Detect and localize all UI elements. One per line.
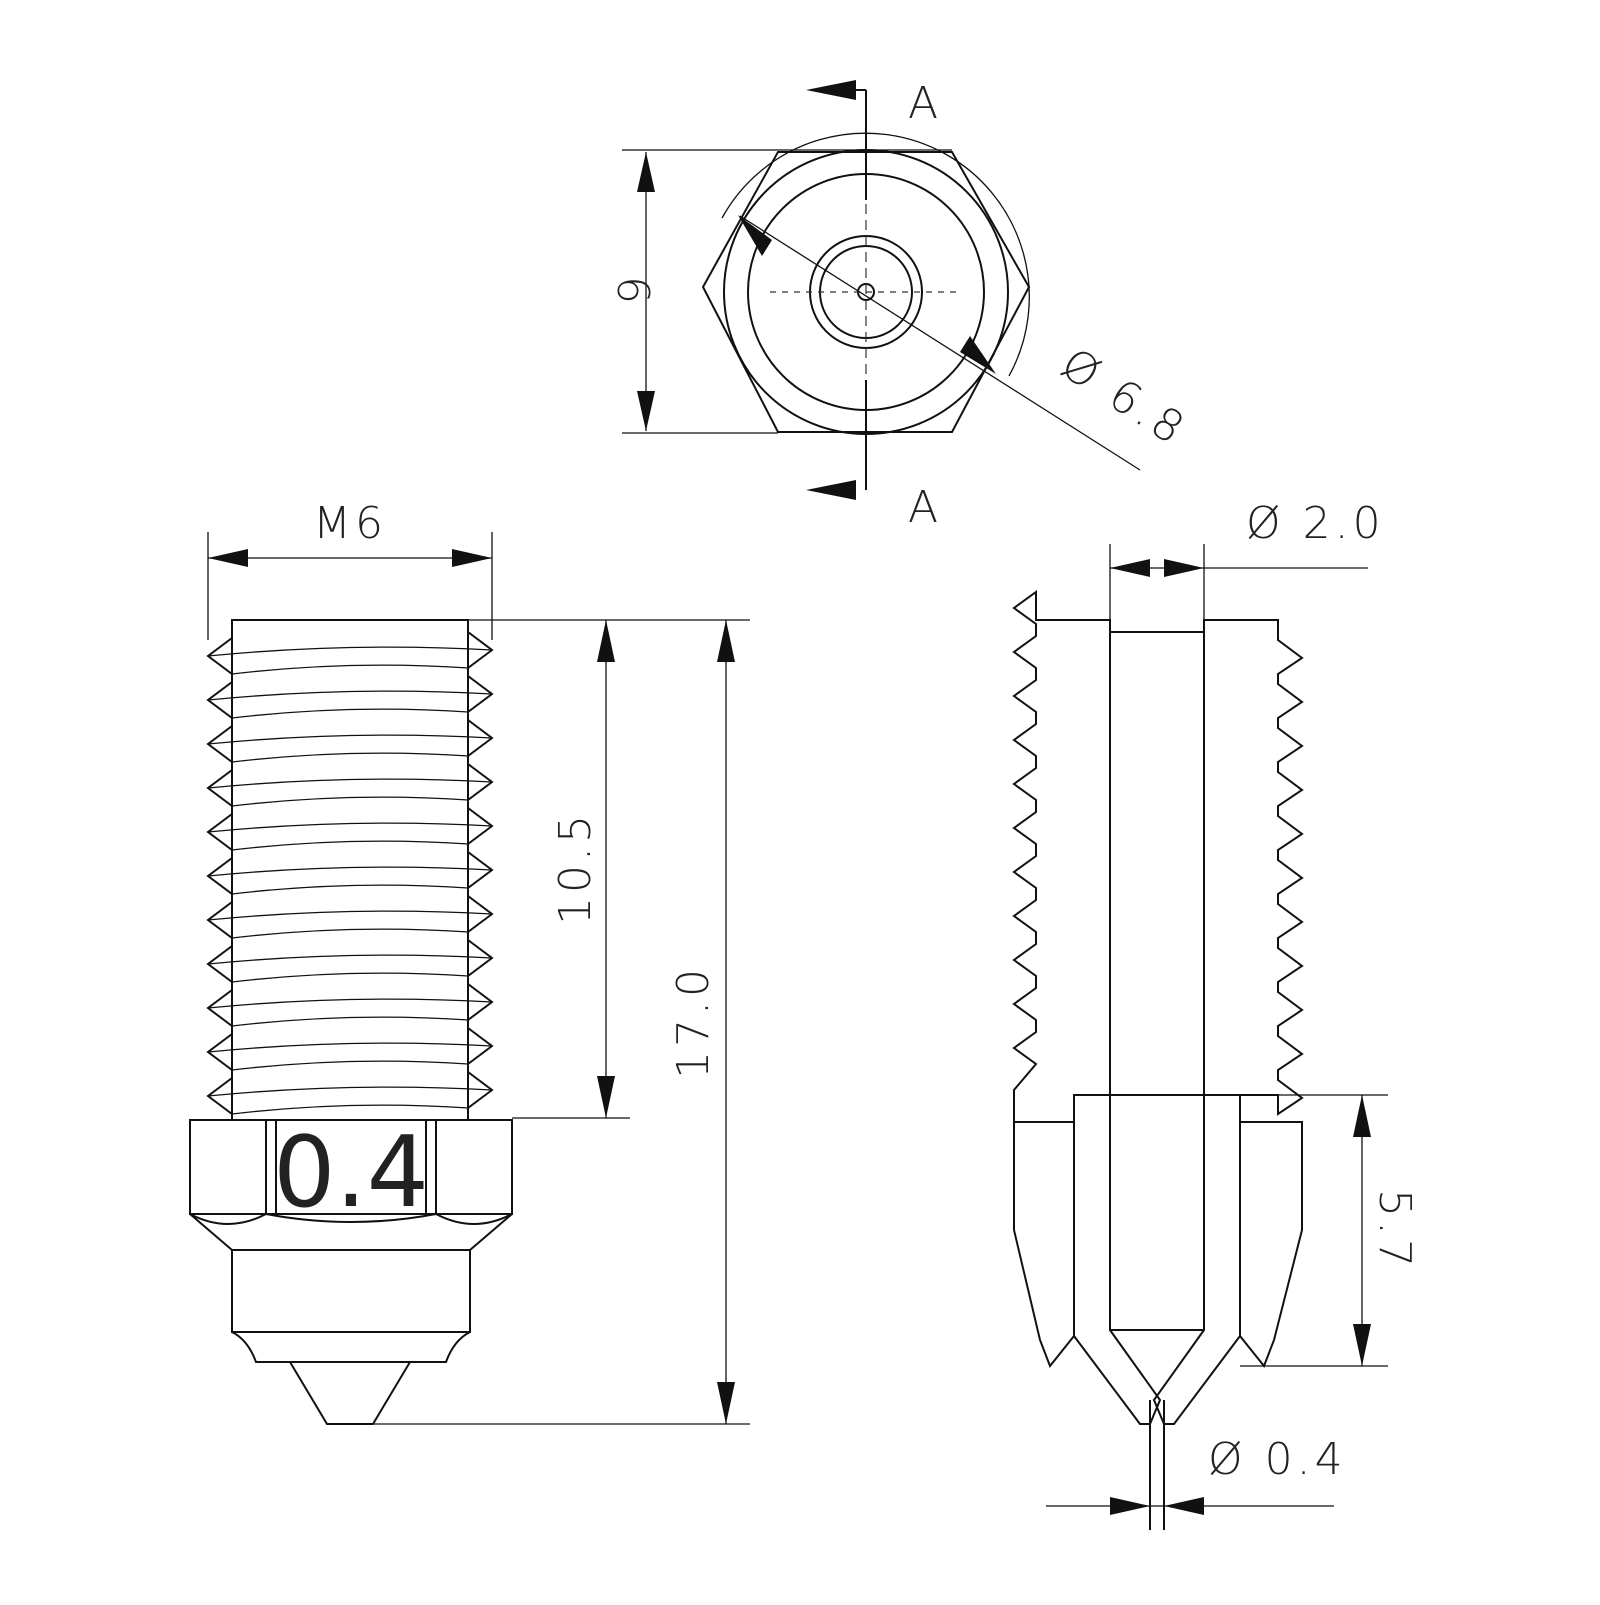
dim-nozzle-orifice: Ø 0.4: [1208, 1434, 1347, 1485]
thread-profile: [206, 631, 494, 1115]
top-view: A A 6 Ø 6.8: [607, 78, 1196, 533]
dim-hex-diameter: Ø 6.8: [1052, 338, 1196, 456]
side-view: 0.4 M6 10.5 17.0: [189, 498, 750, 1425]
dim-insert-length: 5.7: [1369, 1189, 1420, 1271]
section-label-top: A: [908, 78, 942, 129]
nozzle-marking: 0.4: [273, 1116, 429, 1230]
dim-thread-length: 10.5: [550, 811, 601, 925]
dim-hex-flats: 6: [607, 276, 658, 308]
dim-thread: M6: [313, 498, 387, 549]
dim-total-length: 17.0: [668, 965, 719, 1079]
section-label-bottom: A: [908, 482, 942, 533]
section-view: Ø 2.0 5.7 Ø 0.4: [1012, 498, 1420, 1530]
dim-bore-diameter: Ø 2.0: [1246, 498, 1385, 549]
